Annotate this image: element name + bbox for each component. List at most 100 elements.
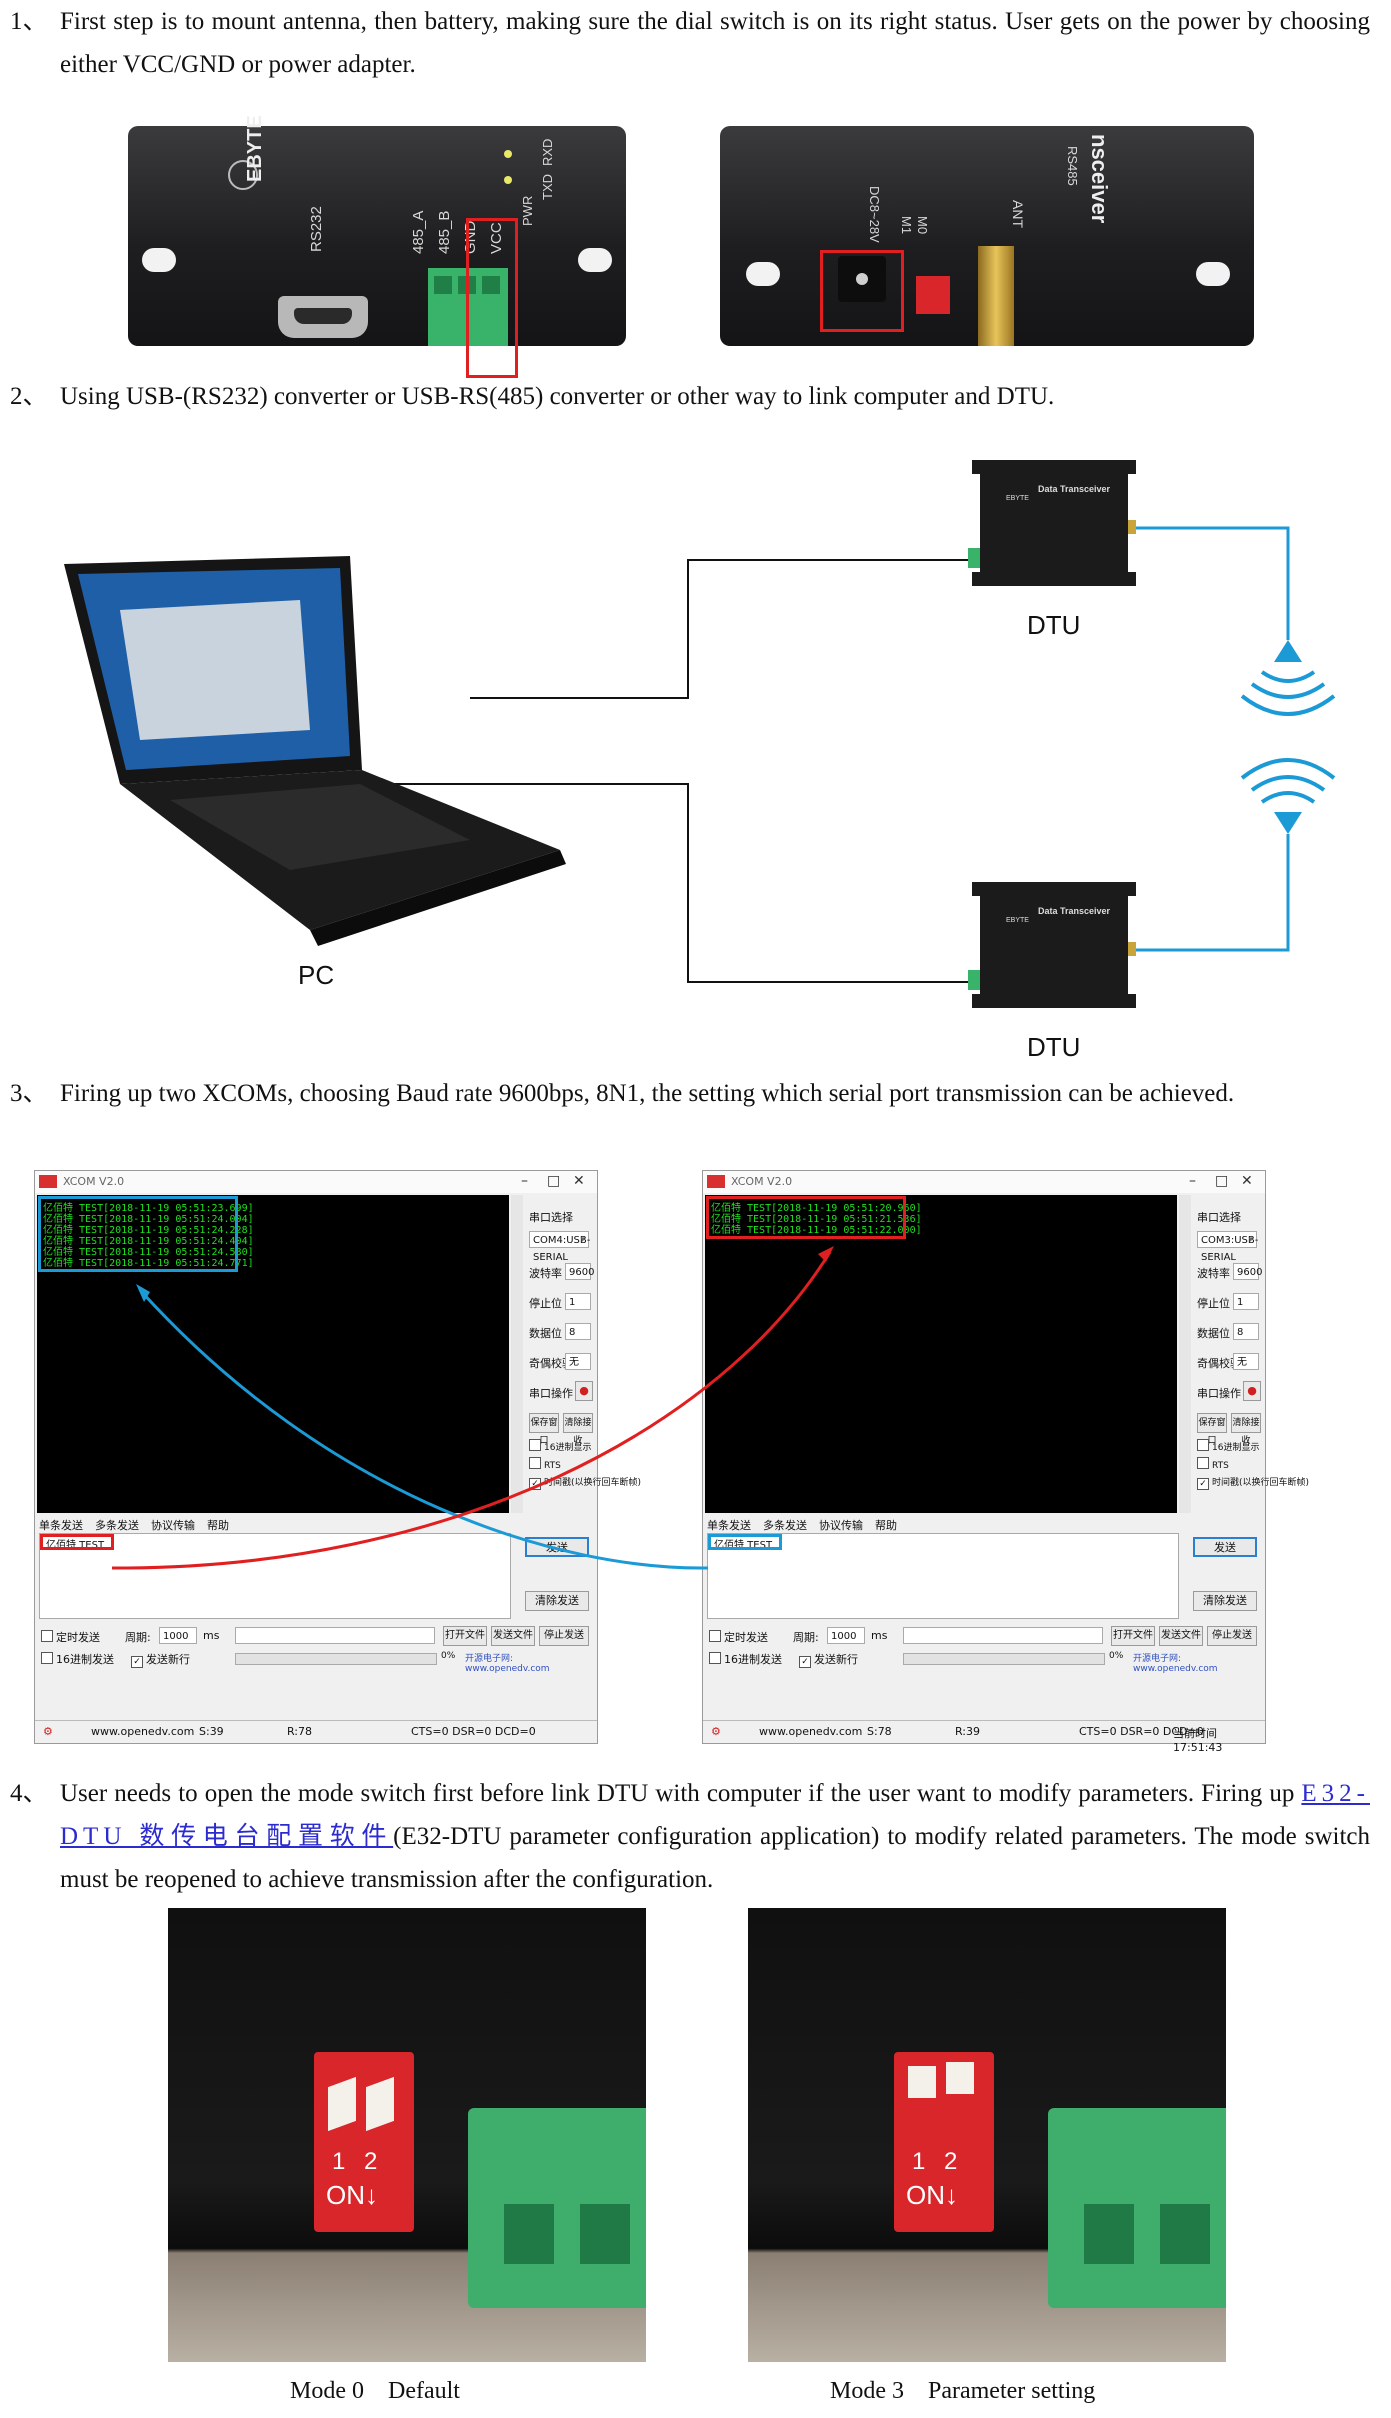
antenna-lines: [1130, 526, 1290, 952]
status-lines: CTS=0 DSR=0 DCD=0: [1079, 1725, 1204, 1738]
save-window-button[interactable]: 保存窗口: [1197, 1413, 1227, 1446]
wifi-logo-icon: [228, 160, 258, 190]
tab-multi-send[interactable]: 多条发送: [95, 1519, 139, 1532]
laptop-illustration: [64, 556, 566, 946]
title-bar: XCOM V2.0 – □ ✕: [35, 1171, 597, 1193]
xcom-window-left: XCOM V2.0 – □ ✕ 亿佰特 TEST[2018-11-19 05:51:23…: [34, 1170, 641, 1744]
tab-multi-send[interactable]: 多条发送: [763, 1519, 807, 1532]
hex-send-checkbox[interactable]: 16进制发送: [41, 1651, 114, 1667]
red-transfer-arrow: [111, 1251, 832, 1570]
close-port-button[interactable]: ●: [1243, 1381, 1261, 1401]
step-text: Using USB-(RS232) converter or USB-RS(48…: [60, 383, 1055, 410]
parity-select[interactable]: 无: [565, 1353, 591, 1370]
gear-icon[interactable]: ⚙: [43, 1725, 53, 1738]
maximize-button[interactable]: □: [547, 1173, 561, 1189]
site-banner[interactable]: 开源电子网: www.openedv.com: [465, 1654, 550, 1674]
xcom-window-right: XCOM V2.0–□✕亿佰特 TEST[2018-11-19 05:51:20…: [702, 1170, 1309, 1754]
terminal-label: 485_B: [436, 210, 453, 254]
baud-select[interactable]: 9600: [565, 1263, 594, 1280]
status-url[interactable]: www.openedv.com: [91, 1725, 195, 1738]
send-newline-checkbox[interactable]: ✓发送新行: [799, 1651, 858, 1668]
send-text: 亿佰特 TEST: [46, 1540, 105, 1551]
status-receive-count: R:78: [287, 1725, 313, 1738]
dtu-device-back-photo: RS485 nsceiver DC8~28V M0 M1 ANT: [720, 126, 1254, 346]
rts-checkbox[interactable]: RTS: [1197, 1457, 1229, 1471]
clear-receive-button[interactable]: 清除接收: [1231, 1413, 1261, 1446]
minimize-button[interactable]: –: [521, 1173, 528, 1189]
clear-send-button[interactable]: 清除发送: [525, 1591, 589, 1611]
step-text: First step is to mount antenna, then bat…: [60, 8, 1370, 78]
led-icon: [504, 150, 512, 158]
status-lines: CTS=0 DSR=0 DCD=0: [411, 1725, 536, 1738]
tab-single-send[interactable]: 单条发送: [707, 1519, 751, 1532]
period-input[interactable]: 1000: [827, 1627, 865, 1644]
status-time: 当前时间 17:51:43: [1173, 1727, 1223, 1754]
baud-select[interactable]: 9600: [1233, 1263, 1262, 1280]
clear-receive-button[interactable]: 清除接收: [563, 1413, 593, 1446]
receive-area[interactable]: 亿佰特 TEST[2018-11-19 05:51:20.960]亿佰特 TES…: [705, 1195, 1177, 1513]
open-file-button[interactable]: 打开文件: [443, 1626, 487, 1646]
maximize-button[interactable]: □: [1215, 1173, 1229, 1189]
data-bits-select[interactable]: 8: [565, 1323, 591, 1340]
switch-numbers: 1 2: [912, 2148, 964, 2175]
stop-bits-select[interactable]: 1: [565, 1293, 591, 1310]
open-file-button[interactable]: 打开文件: [1111, 1626, 1155, 1646]
baud-select-label: 波特率: [529, 1267, 562, 1280]
save-window-button[interactable]: 保存窗口: [529, 1413, 559, 1446]
tab-single-send[interactable]: 单条发送: [39, 1519, 83, 1532]
close-port-button[interactable]: ●: [575, 1381, 593, 1401]
period-input[interactable]: 1000: [159, 1627, 197, 1644]
data-bits-select[interactable]: 8: [1233, 1323, 1259, 1340]
hex-display-checkbox[interactable]: 16进制显示: [529, 1439, 591, 1453]
led-label: RXD: [540, 138, 555, 166]
port-select[interactable]: COM4:USB-SERIAL▾: [529, 1231, 590, 1263]
timestamp-checkbox[interactable]: ✓时间戳(以换行回车断帧): [1197, 1475, 1309, 1490]
port-select[interactable]: COM3:USB-SERIAL▾: [1197, 1231, 1258, 1263]
tab-help[interactable]: 帮助: [207, 1519, 229, 1532]
stop-send-button[interactable]: 停止发送: [1207, 1626, 1257, 1646]
stop-bits-select[interactable]: 1: [1233, 1293, 1259, 1310]
step-text-before: User needs to open the mode switch first…: [60, 1780, 1302, 1807]
tab-protocol[interactable]: 协议传输: [819, 1519, 863, 1532]
send-button[interactable]: 发送: [1193, 1537, 1257, 1557]
window-title: XCOM V2.0: [63, 1175, 125, 1188]
signal-up-icon: [1240, 758, 1336, 834]
site-banner[interactable]: 开源电子网: www.openedv.com: [1133, 1654, 1218, 1674]
step-text-after: (E32-DTU parameter configuration applica…: [60, 1823, 1371, 1893]
timed-send-checkbox[interactable]: 定时发送: [41, 1629, 100, 1645]
send-input[interactable]: 亿佰特 TEST: [707, 1533, 1179, 1619]
send-file-button[interactable]: 发送文件: [1159, 1626, 1203, 1646]
send-newline-checkbox[interactable]: ✓发送新行: [131, 1651, 190, 1668]
file-path-input[interactable]: [235, 1627, 435, 1644]
received-line: 亿佰特 TEST[2018-11-19 05:51:22.000]: [711, 1225, 922, 1236]
received-line: 亿佰特 TEST[2018-11-19 05:51:24.771]: [43, 1258, 254, 1269]
terminal-block: [468, 2108, 646, 2308]
hex-send-checkbox[interactable]: 16进制发送: [709, 1651, 782, 1667]
clear-send-button[interactable]: 清除发送: [1193, 1591, 1257, 1611]
stop-send-button[interactable]: 停止发送: [539, 1626, 589, 1646]
receive-scrollbar[interactable]: [1179, 1195, 1191, 1513]
gear-icon[interactable]: ⚙: [711, 1725, 721, 1738]
close-button[interactable]: ✕: [1241, 1173, 1253, 1189]
close-button[interactable]: ✕: [573, 1173, 585, 1189]
minimize-button[interactable]: –: [1189, 1173, 1196, 1189]
parity-select[interactable]: 无: [1233, 1353, 1259, 1370]
tab-help[interactable]: 帮助: [875, 1519, 897, 1532]
rts-checkbox[interactable]: RTS: [529, 1457, 561, 1471]
receive-scrollbar[interactable]: [511, 1195, 523, 1513]
send-file-button[interactable]: 发送文件: [491, 1626, 535, 1646]
parity-select-label: 奇偶校验: [1197, 1357, 1241, 1370]
send-input[interactable]: 亿佰特 TEST: [39, 1533, 511, 1619]
tab-protocol[interactable]: 协议传输: [151, 1519, 195, 1532]
signal-down-icon: [1240, 640, 1336, 716]
status-url[interactable]: www.openedv.com: [759, 1725, 863, 1738]
hex-display-checkbox[interactable]: 16进制显示: [1197, 1439, 1259, 1453]
timed-send-checkbox[interactable]: 定时发送: [709, 1629, 768, 1645]
config-software-link[interactable]: E32-DTU 数传电台配置软件: [60, 1780, 1370, 1850]
file-path-input[interactable]: [903, 1627, 1103, 1644]
receive-area[interactable]: 亿佰特 TEST[2018-11-19 05:51:23.699]亿佰特 TES…: [37, 1195, 509, 1513]
cable-lines: [380, 559, 970, 983]
antenna-connector: [978, 246, 1014, 346]
power-jack-highlight: [820, 250, 904, 332]
